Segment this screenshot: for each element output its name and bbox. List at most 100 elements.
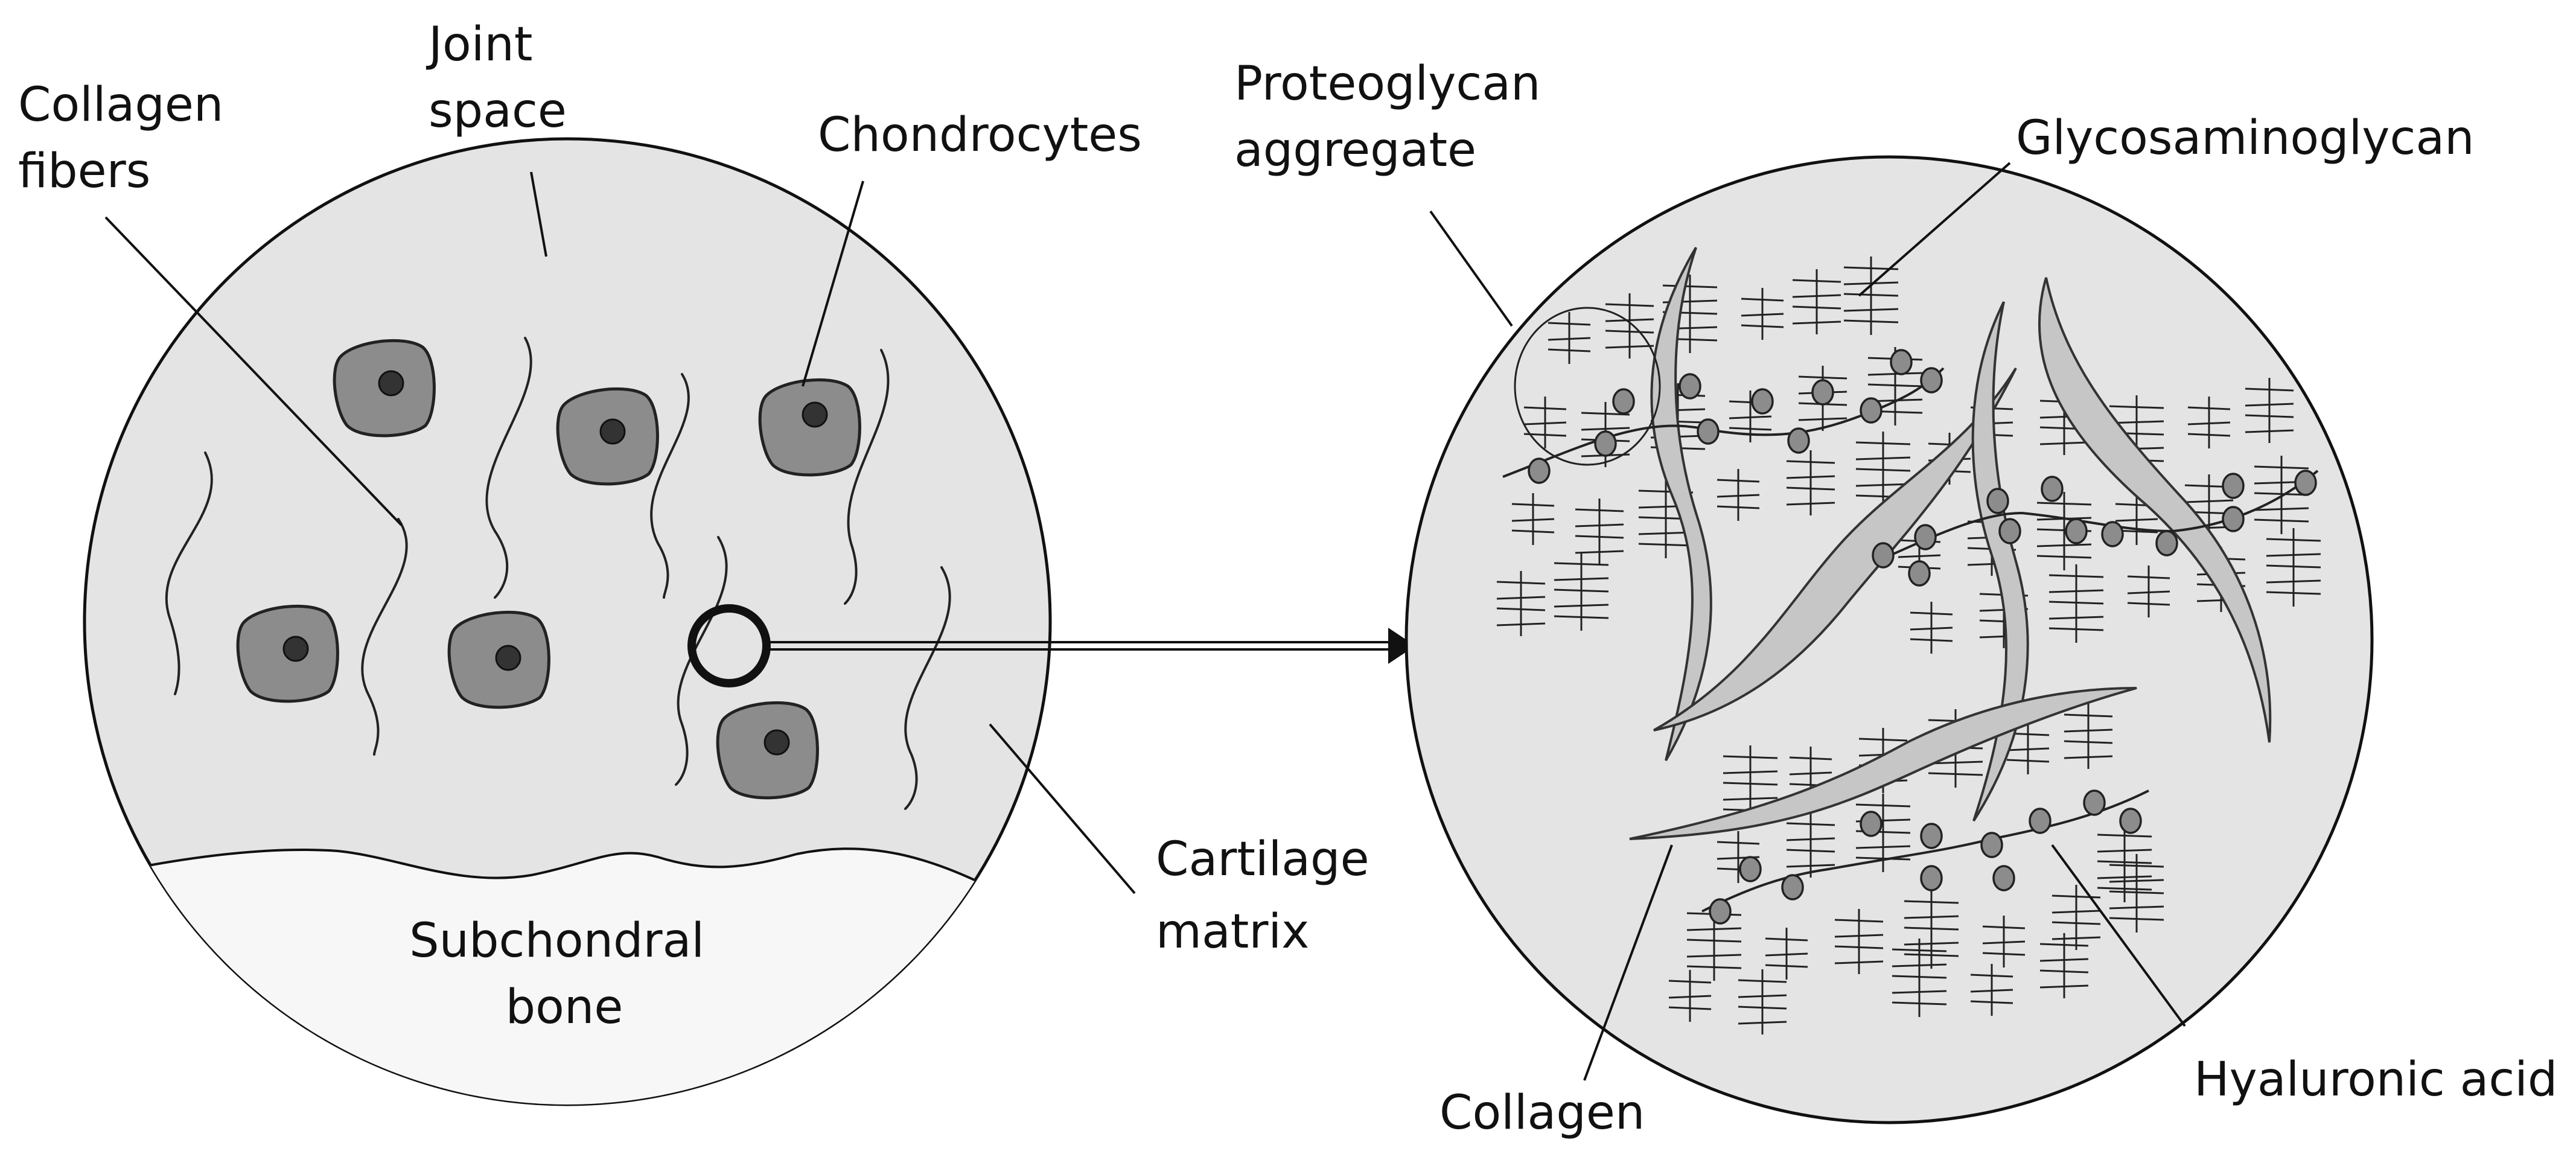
glycosaminoglycan-cluster [1717, 469, 1760, 521]
collagen-fibers-label-line2: fibers [18, 144, 150, 199]
chondrocyte [447, 610, 550, 709]
glycosaminoglycan-cluster [2109, 854, 2164, 932]
collagen-band [1971, 301, 2029, 822]
chondrocyte [333, 339, 436, 438]
collagen-fiber [904, 566, 951, 810]
glycosaminoglycan-cluster [1904, 890, 1959, 969]
proteoglycan-aggregate-label-line2: aggregate [1234, 123, 1476, 177]
glycosaminoglycan-cluster [2245, 378, 2294, 443]
chondrocyte-nucleus [378, 370, 404, 397]
matrix-detail-contents [1496, 246, 2321, 1034]
glycosaminoglycan-cluster [2187, 397, 2231, 448]
hyaluronic-acid-chain [1701, 789, 2149, 913]
joint-space-leader [530, 171, 547, 257]
glycosaminoglycan-cluster [1741, 288, 1784, 340]
aggrecan-dot [1709, 898, 1732, 925]
chondrocyte-cell [758, 378, 861, 477]
cartilage-matrix-leader [989, 723, 1136, 894]
glycosaminoglycan-cluster [1738, 969, 1787, 1034]
aggrecan-dot [1914, 524, 1937, 550]
aggrecan-dot [1908, 560, 1931, 587]
glycosaminoglycan-cluster [2064, 704, 2113, 769]
aggrecan-dot [1998, 518, 2021, 544]
aggrecan-dot [1781, 874, 1804, 901]
hyaluronic-acid-leader [2051, 844, 2186, 1027]
matrix-detail-circle [1404, 155, 2374, 1124]
subchondral-bone-label: Subchondral bone [409, 914, 719, 1034]
glycosaminoglycan-cluster [1765, 928, 1808, 980]
proteoglycan-aggregate-label: Proteoglycan aggregate [1234, 57, 1555, 177]
aggrecan-dot [2083, 789, 2106, 816]
chondrocyte-nucleus [764, 729, 790, 756]
glycosaminoglycan-cluster [1668, 970, 1712, 1022]
hyaluronic-acid-chain [1876, 470, 2319, 563]
collagen-leader [1583, 844, 1673, 1081]
glycosaminoglycan-cluster [1554, 552, 1609, 631]
aggrecan-dot [1528, 457, 1551, 484]
collagen-fiber [485, 337, 532, 599]
glycosaminoglycan-cluster [1786, 812, 1835, 878]
aggrecan-dot [1594, 430, 1617, 457]
glycosaminoglycan-cluster [1982, 916, 2026, 968]
glycosaminoglycan-cluster [1605, 293, 1654, 359]
collagen-fiber [844, 349, 890, 605]
chondrocyte [716, 701, 819, 800]
glycosaminoglycan-cluster [2266, 528, 2321, 607]
chondrocytes-leader [802, 180, 864, 387]
left-panel: Collagen fibers Joint space Chondrocytes… [18, 18, 1369, 1106]
aggrecan-dot [2029, 808, 2052, 834]
collagen-fiber [361, 518, 408, 756]
aggrecan-dot [1890, 349, 1913, 375]
glycosaminoglycan-cluster [1910, 602, 1953, 654]
aggrecan-dot [2155, 530, 2178, 556]
chondrocyte [556, 387, 659, 486]
aggrecan-dot [1739, 856, 1762, 882]
aggrecan-dot [1612, 388, 1635, 415]
aggrecan-dot [1679, 373, 1701, 400]
glycosaminoglycan-cluster [1523, 397, 1567, 448]
glycosaminoglycan-cluster [1892, 939, 1947, 1017]
glycosaminoglycan-cluster [1786, 450, 1835, 515]
aggrecan-dot [1872, 542, 1895, 569]
collagen-fiber [650, 373, 690, 599]
aggrecan-dot [1986, 488, 2009, 514]
aggrecan-dot [1980, 832, 2003, 858]
collagen-fibers-label-line1: Collagen [18, 78, 223, 132]
subchondral-bone-label-line2: bone [506, 980, 623, 1034]
chondrocyte [758, 378, 861, 477]
collagen-fibers [165, 337, 951, 810]
chondrocyte [236, 604, 339, 703]
aggrecan-dot [1920, 367, 1943, 394]
joint-space-label-line2: space [429, 84, 567, 138]
chondrocyte-nucleus [282, 636, 309, 662]
glycosaminoglycan-cluster [1496, 571, 1546, 636]
collagen-fiber [165, 451, 213, 695]
aggrecan-dot [1787, 427, 1810, 454]
glycosaminoglycan-cluster [2039, 933, 2089, 998]
chondrocyte-nucleus [802, 401, 828, 428]
glycosaminoglycan-label: Glycosaminoglycan [2016, 111, 2475, 165]
aggrecan-dot [1697, 418, 1720, 445]
glycosaminoglycan-cluster [2048, 564, 2104, 643]
collagen-fibers-leader [104, 216, 403, 526]
aggrecan-dot [2222, 506, 2245, 532]
aggrecan-dot [1920, 865, 1943, 891]
glycosaminoglycan-cluster [1511, 493, 1555, 545]
magnification-arrow [767, 628, 1415, 664]
collagen-band [1629, 687, 2137, 840]
glycosaminoglycan-cluster [1575, 499, 1624, 564]
magnification-ring [687, 604, 771, 687]
chondrocytes-label: Chondrocytes [818, 108, 1142, 162]
aggrecan-dot [2065, 518, 2088, 544]
aggrecan-dot [1811, 379, 1834, 406]
glycosaminoglycan-cluster [2097, 824, 2152, 902]
collagen-fibers-label: Collagen fibers [18, 78, 238, 199]
collagen-bands [1629, 246, 2272, 840]
collagen-label: Collagen [1439, 1086, 1645, 1140]
proteoglycan-aggregate-leader [1429, 210, 1513, 327]
aggrecan-dot [1992, 865, 2015, 891]
arrow-head [1388, 628, 1415, 664]
joint-space-label: Joint space [426, 18, 567, 138]
aggrecan-dot [2101, 521, 2124, 547]
bone-boundary-line [84, 847, 1050, 894]
